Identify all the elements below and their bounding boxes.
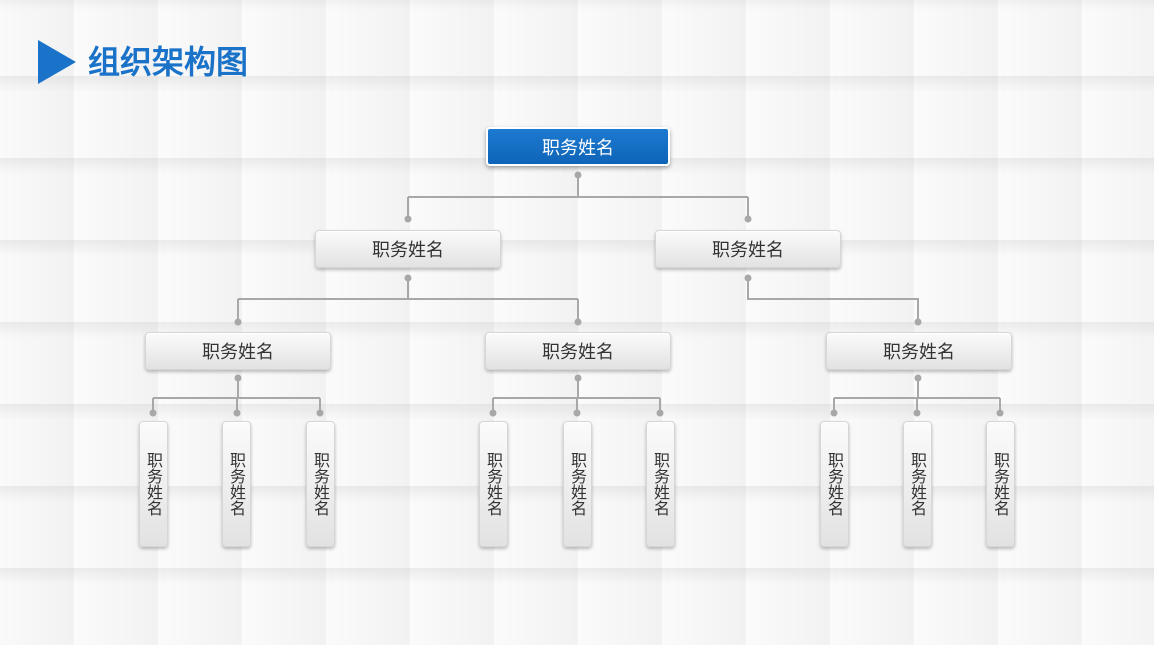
org-node-leaf-3[interactable]: 职务姓名 bbox=[306, 421, 335, 547]
connector-dot bbox=[744, 274, 752, 282]
connector-dot bbox=[574, 374, 582, 382]
connector-dot bbox=[149, 409, 157, 417]
connector-dot bbox=[656, 409, 664, 417]
org-node-level2-right[interactable]: 职务姓名 bbox=[655, 230, 841, 268]
connector-dot bbox=[316, 409, 324, 417]
org-node-leaf-6[interactable]: 职务姓名 bbox=[646, 421, 675, 547]
org-node-level3-2[interactable]: 职务姓名 bbox=[485, 332, 671, 370]
connector-dot bbox=[830, 409, 838, 417]
org-node-level3-3[interactable]: 职务姓名 bbox=[826, 332, 1012, 370]
connector-dot bbox=[574, 171, 582, 179]
connector-dot bbox=[234, 318, 242, 326]
connector-dot bbox=[404, 274, 412, 282]
connector-group2-leaves bbox=[492, 378, 661, 413]
connector-dot bbox=[914, 374, 922, 382]
connector-group1-leaves bbox=[152, 378, 321, 413]
org-node-leaf-7[interactable]: 职务姓名 bbox=[820, 421, 849, 547]
connector-dot bbox=[404, 215, 412, 223]
connector-dot bbox=[233, 409, 241, 417]
connector-root-level2 bbox=[407, 175, 749, 219]
connector-dot bbox=[914, 318, 922, 326]
connector-dot bbox=[573, 409, 581, 417]
org-node-leaf-1[interactable]: 职务姓名 bbox=[139, 421, 168, 547]
org-node-leaf-4[interactable]: 职务姓名 bbox=[479, 421, 508, 547]
org-node-leaf-8[interactable]: 职务姓名 bbox=[903, 421, 932, 547]
connector-right-level3 bbox=[747, 278, 919, 322]
org-node-level2-left[interactable]: 职务姓名 bbox=[315, 230, 501, 268]
connector-dot bbox=[913, 409, 921, 417]
connector-dot bbox=[744, 215, 752, 223]
connector-dot bbox=[489, 409, 497, 417]
org-node-leaf-5[interactable]: 职务姓名 bbox=[563, 421, 592, 547]
connector-dot bbox=[574, 318, 582, 326]
org-node-level3-1[interactable]: 职务姓名 bbox=[145, 332, 331, 370]
org-node-leaf-2[interactable]: 职务姓名 bbox=[222, 421, 251, 547]
connector-dot bbox=[234, 374, 242, 382]
page-title: 组织架构图 bbox=[88, 43, 249, 81]
org-node-root[interactable]: 职务姓名 bbox=[486, 127, 670, 166]
connector-dot bbox=[996, 409, 1004, 417]
title-arrow-icon bbox=[38, 40, 76, 84]
org-node-leaf-9[interactable]: 职务姓名 bbox=[986, 421, 1015, 547]
connector-group3-leaves bbox=[833, 378, 1001, 413]
connector-left-level3 bbox=[237, 278, 579, 322]
